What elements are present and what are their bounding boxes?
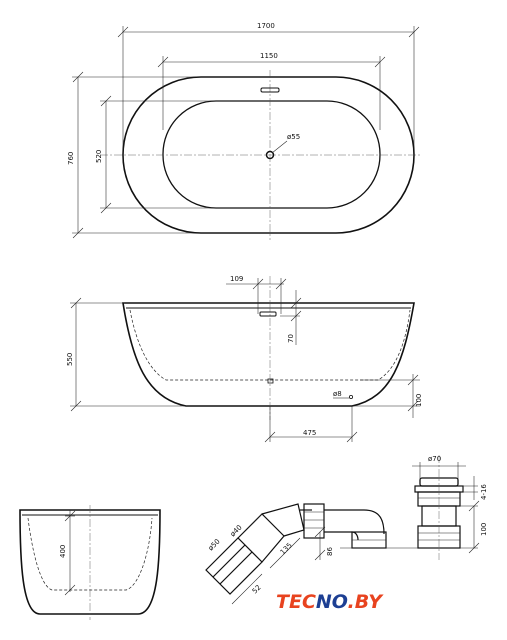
top-view: ø55 1700 1150 760 520 (67, 22, 420, 240)
height-86-label: 86 (326, 547, 334, 556)
overflow-width-label: 109 (230, 275, 243, 283)
drain-diameter-70-label: ø70 (428, 455, 441, 463)
inner-width-label: 520 (95, 150, 103, 163)
height-label: 550 (66, 353, 74, 366)
offset-52-label: 52 (251, 583, 263, 595)
overall-width-label: 760 (67, 152, 75, 165)
adjust-range-label: 4-16 (480, 484, 488, 500)
logo-part-by: .BY (348, 591, 385, 613)
logo-part-tec: TEC (276, 591, 316, 613)
drain-offset-label: 475 (303, 429, 316, 437)
side-view: 109 70 550 ø8 100 475 (66, 275, 423, 443)
foot-diameter-label: ø8 (333, 390, 342, 398)
end-view: 400 (19, 505, 161, 620)
side-overflow (259, 311, 277, 317)
pipe-diameter-50-label: ø50 (207, 537, 222, 552)
drain-hole (265, 150, 275, 160)
inner-length-label: 1150 (260, 52, 278, 60)
logo-part-no: NO (316, 591, 348, 613)
overflow-slot (260, 87, 280, 93)
overflow-height-label: 70 (287, 334, 295, 343)
siphon-detail: ø40 ø50 135 86 52 ø70 4-16 100 (205, 455, 488, 605)
tecno-logo: TECNO.BY (276, 591, 384, 613)
pipe-diameter-40-label: ø40 (229, 523, 244, 538)
bend-length-label: 135 (279, 541, 294, 556)
drain-diameter-label: ø55 (287, 133, 300, 141)
tub-side-shell (122, 302, 415, 407)
drain-height-label: 100 (480, 523, 488, 536)
overall-length-label: 1700 (257, 22, 275, 30)
svg-text:TECNO.BY: TECNO.BY (276, 591, 384, 613)
tub-inner-basin (162, 100, 381, 209)
inner-depth-label: 400 (59, 545, 67, 558)
tub-end-shell (19, 509, 161, 615)
foot-height-label: 100 (415, 394, 423, 407)
